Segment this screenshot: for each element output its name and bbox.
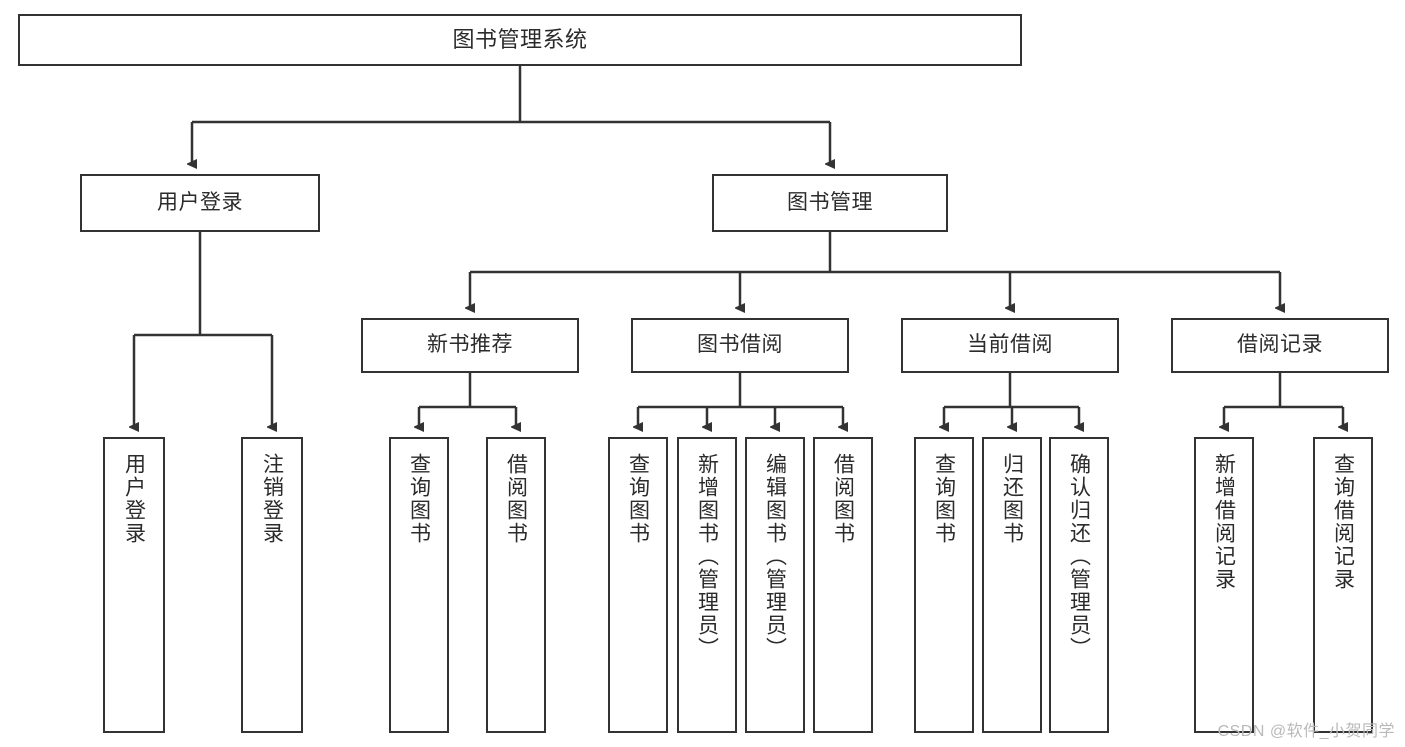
node-book-borrow-label: 图书借阅 <box>697 333 783 357</box>
leaf-borrow-query-book-label: 查询图书 <box>626 453 650 545</box>
leaf-user-login[interactable]: 用户登录 <box>103 437 165 733</box>
leaf-user-logout[interactable]: 注销登录 <box>241 437 303 733</box>
leaf-recommend-borrow-book[interactable]: 借阅图书 <box>486 437 546 733</box>
node-new-book-recommend[interactable]: 新书推荐 <box>361 318 579 373</box>
leaf-edit-book-admin-label: 编辑图书（管理员） <box>763 453 787 660</box>
leaf-return-book[interactable]: 归还图书 <box>982 437 1042 733</box>
node-book-management[interactable]: 图书管理 <box>712 174 948 232</box>
node-current-borrow-label: 当前借阅 <box>967 333 1053 357</box>
leaf-user-logout-label: 注销登录 <box>260 453 284 545</box>
leaf-add-book-admin[interactable]: 新增图书（管理员） <box>677 437 737 733</box>
leaf-recommend-query-book[interactable]: 查询图书 <box>389 437 449 733</box>
node-root-label: 图书管理系统 <box>452 27 588 53</box>
node-user-login[interactable]: 用户登录 <box>80 174 320 232</box>
leaf-add-borrow-record[interactable]: 新增借阅记录 <box>1194 437 1254 733</box>
leaf-recommend-query-book-label: 查询图书 <box>407 453 431 545</box>
leaf-query-borrow-record[interactable]: 查询借阅记录 <box>1313 437 1373 733</box>
node-borrow-record[interactable]: 借阅记录 <box>1171 318 1389 373</box>
leaf-query-borrow-record-label: 查询借阅记录 <box>1331 453 1355 591</box>
node-current-borrow[interactable]: 当前借阅 <box>901 318 1119 373</box>
leaf-borrow-book[interactable]: 借阅图书 <box>813 437 873 733</box>
node-root[interactable]: 图书管理系统 <box>18 14 1022 66</box>
node-book-management-label: 图书管理 <box>787 190 873 214</box>
leaf-borrow-book-label: 借阅图书 <box>831 453 855 545</box>
node-user-login-label: 用户登录 <box>157 190 243 214</box>
leaf-user-login-label: 用户登录 <box>122 453 146 545</box>
leaf-recommend-borrow-book-label: 借阅图书 <box>504 453 528 545</box>
leaf-edit-book-admin[interactable]: 编辑图书（管理员） <box>745 437 805 733</box>
node-new-book-recommend-label: 新书推荐 <box>427 333 513 357</box>
leaf-add-book-admin-label: 新增图书（管理员） <box>695 453 719 660</box>
leaf-confirm-return-admin-label: 确认归还（管理员） <box>1067 453 1091 660</box>
leaf-current-query-book[interactable]: 查询图书 <box>914 437 974 733</box>
node-book-borrow[interactable]: 图书借阅 <box>631 318 849 373</box>
leaf-borrow-query-book[interactable]: 查询图书 <box>608 437 668 733</box>
leaf-return-book-label: 归还图书 <box>1000 453 1024 545</box>
node-borrow-record-label: 借阅记录 <box>1237 333 1323 357</box>
watermark: CSDN @软件_小贺同学 <box>1217 723 1395 740</box>
leaf-current-query-book-label: 查询图书 <box>932 453 956 545</box>
leaf-add-borrow-record-label: 新增借阅记录 <box>1212 453 1236 591</box>
leaf-confirm-return-admin[interactable]: 确认归还（管理员） <box>1049 437 1109 733</box>
